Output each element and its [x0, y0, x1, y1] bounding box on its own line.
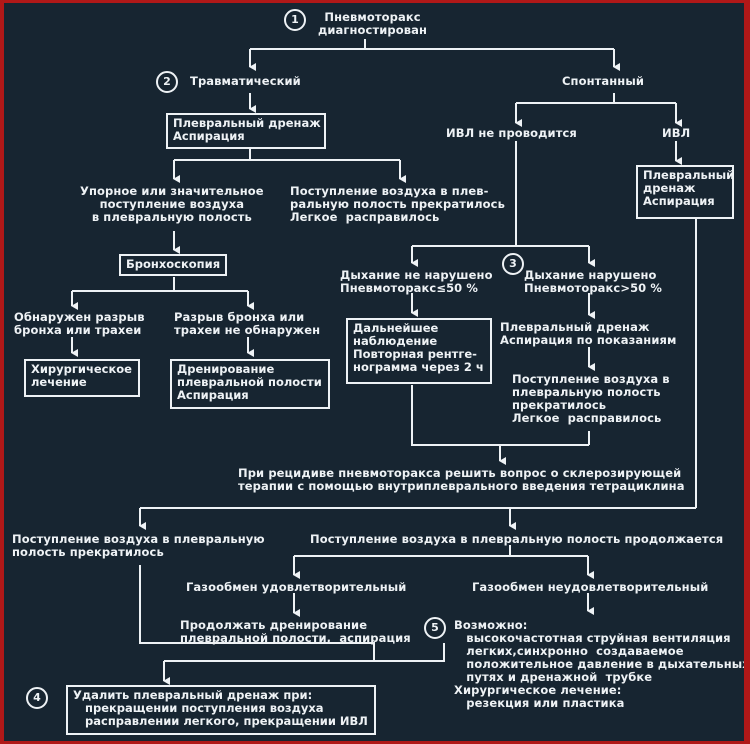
- no-ventilation-label: ИВЛ не проводится: [446, 126, 577, 140]
- ventilation-label: ИВЛ: [662, 126, 691, 140]
- flowchart: 1 Пневмоторакс диагностирован 2 Травмати…: [4, 3, 744, 741]
- air-leak-stopped-label-2: Поступление воздуха в плевральную полост…: [512, 372, 670, 425]
- ventilation-drainage-box: Плевральный дренаж Аспирация: [636, 165, 734, 219]
- step-4-badge: 4: [26, 687, 48, 709]
- rupture-not-found-label: Разрыв бронха или трахеи не обнаружен: [174, 310, 321, 337]
- surgery-box: Хирургическое лечение: [24, 359, 140, 397]
- gas-exchange-poor-label: Газообмен неудовлетворительный: [472, 580, 709, 594]
- persistent-air-leak-label: Упорное или значительное поступление воз…: [80, 184, 264, 224]
- breathing-impaired-label: Дыхание нарушено Пневмоторакс>50 %: [524, 268, 662, 295]
- pneumothorax-diagnosed-label: Пневмоторакс диагностирован: [318, 10, 428, 37]
- observation-box: Дальнейшее наблюдение Повторная рентге- …: [346, 318, 492, 384]
- drainage-as-needed-label: Плевральный дренаж Аспирация по показани…: [500, 320, 677, 347]
- air-leak-stopped-label-3: Поступление воздуха в плевральную полост…: [12, 532, 265, 559]
- step-1-badge: 1: [284, 9, 306, 31]
- step-3-badge: 3: [502, 253, 524, 275]
- traumatic-label: Травматический: [190, 74, 301, 88]
- rupture-found-label: Обнаружен разрыв бронха или трахеи: [14, 310, 145, 337]
- air-leak-continues-label: Поступление воздуха в плевральную полост…: [310, 532, 724, 546]
- bronchoscopy-box: Бронхоскопия: [119, 254, 227, 276]
- pleural-drainage-box: Плевральный дренаж Аспирация: [166, 113, 326, 149]
- air-leak-stopped-label-1: Поступление воздуха в плев- ральную поло…: [290, 184, 505, 224]
- pleural-cavity-drainage-box: Дренирование плевральной полости Аспирац…: [170, 359, 330, 409]
- breathing-normal-label: Дыхание не нарушено Пневмоторакс≤50 %: [340, 268, 493, 295]
- gas-exchange-ok-label: Газообмен удовлетворительный: [186, 580, 407, 594]
- alternative-treatments-label: Возможно: высокочастотная струйная венти…: [454, 618, 744, 710]
- connector-lines: [71, 39, 697, 685]
- spontaneous-label: Спонтанный: [562, 74, 645, 88]
- relapse-sclerotherapy-label: При рецидиве пневмоторакса решить вопрос…: [238, 466, 685, 493]
- step-5-badge: 5: [424, 617, 446, 639]
- remove-drain-box: Удалить плевральный дренаж при: прекраще…: [66, 685, 376, 735]
- continue-drainage-label: Продолжать дренирование плевральной поло…: [180, 618, 411, 645]
- step-2-badge: 2: [156, 71, 178, 93]
